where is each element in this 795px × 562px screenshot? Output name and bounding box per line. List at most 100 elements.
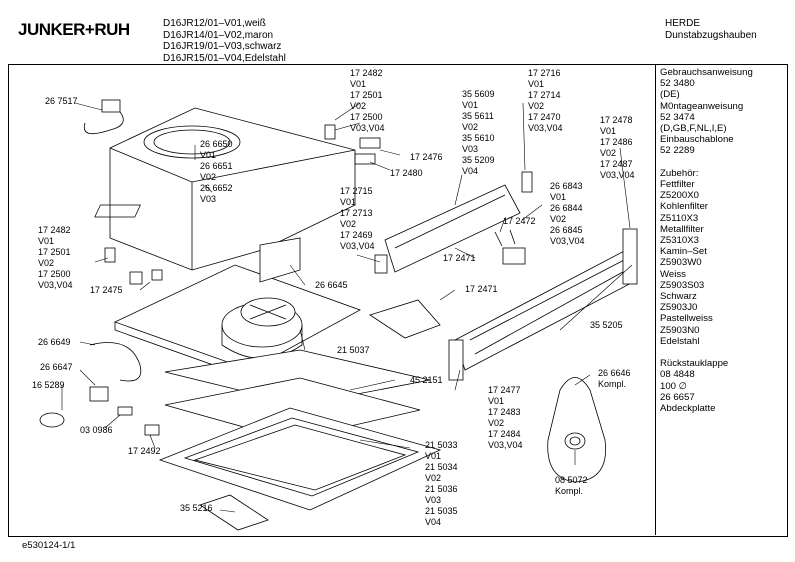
part-label-line: 26 6652 bbox=[200, 183, 233, 193]
part-label-line: 17 2500 bbox=[38, 269, 71, 279]
part-label-line: 21 5034 bbox=[425, 462, 458, 472]
part-label-line: 17 2715 bbox=[340, 186, 373, 196]
part-label-line: 21 5036 bbox=[425, 484, 458, 494]
part-label-line: V02 bbox=[488, 418, 505, 428]
brand-name: HERDE bbox=[665, 18, 701, 29]
part-label-line: 17 2714 bbox=[528, 90, 561, 100]
part-label-line: 17 2480 bbox=[390, 168, 423, 178]
side-panel-line: Abdeckplatte bbox=[660, 403, 716, 415]
part-label-line: 17 2472 bbox=[503, 216, 536, 226]
part-number-label: 17 2471 bbox=[443, 253, 476, 264]
part-label-line: 17 2478 bbox=[600, 115, 633, 125]
part-label-line: 17 2483 bbox=[488, 407, 521, 417]
side-panel-line: Weiss bbox=[660, 268, 686, 280]
part-label-line: V01 bbox=[600, 126, 617, 136]
model-line: D16JR15/01–V04,Edelstahl bbox=[163, 52, 286, 64]
part-label-line: V02 bbox=[600, 148, 617, 158]
part-label-line: V03,V04 bbox=[350, 123, 385, 133]
part-number-label: 03 0986 bbox=[80, 425, 113, 436]
part-label-line: V03,V04 bbox=[550, 236, 585, 246]
part-label-line: V04 bbox=[462, 166, 479, 176]
side-panel-line: 100 ∅ bbox=[660, 380, 688, 392]
bracket-left-1 bbox=[104, 247, 116, 263]
side-panel-line: (D,GB,F,NL,I,E) bbox=[660, 123, 727, 135]
part-label-line: V04 bbox=[425, 517, 442, 527]
part-label-line: V03 bbox=[462, 144, 479, 154]
side-panel-line: Kamin–Set bbox=[660, 246, 707, 258]
part-number-label: 26 7517 bbox=[45, 96, 78, 107]
side-panel-line: 52 2289 bbox=[660, 145, 695, 157]
part-label-line: 35 5209 bbox=[462, 155, 495, 165]
side-panel-line: Edelstahl bbox=[660, 335, 700, 347]
side-panel-line: Rückstauklappe bbox=[660, 358, 729, 370]
part-label-line: V01 bbox=[550, 192, 567, 202]
part-label-line: 08 5072 bbox=[555, 475, 588, 485]
part-label-line: V02 bbox=[550, 214, 567, 224]
part-label-line: V01 bbox=[350, 79, 367, 89]
part-label-line: 26 6650 bbox=[200, 139, 233, 149]
document-id: e530124-1/1 bbox=[22, 540, 76, 551]
part-label-line: 35 5611 bbox=[462, 111, 494, 121]
part-label-line: V03,V04 bbox=[340, 241, 375, 251]
part-label-line: V03 bbox=[425, 495, 442, 505]
side-panel-line: Z5903J0 bbox=[660, 302, 698, 314]
model-line: D16JR12/01–V01,weiß bbox=[163, 18, 266, 29]
part-label-line: 26 6651 bbox=[200, 161, 233, 171]
lamp-socket bbox=[89, 386, 109, 402]
part-label-line: 17 2482 bbox=[350, 68, 383, 78]
part-label-line: V03,V04 bbox=[600, 170, 635, 180]
part-label-line: V02 bbox=[350, 101, 367, 111]
part-label-line: 26 6845 bbox=[550, 225, 583, 235]
part-number-label: 35 5216 bbox=[180, 503, 213, 514]
duct-piece bbox=[369, 299, 441, 339]
part-label-line: 26 6645 bbox=[315, 280, 348, 290]
part-label-line: 35 5610 bbox=[462, 133, 495, 143]
part-label-line: 17 2471 bbox=[465, 284, 498, 294]
part-label-line: 17 2476 bbox=[410, 152, 443, 162]
part-number-label: 17 2480 bbox=[390, 168, 423, 179]
part-label-line: 17 2486 bbox=[600, 137, 633, 147]
product-name: Dunstabzugshauben bbox=[665, 30, 757, 41]
part-label-line: 03 0986 bbox=[80, 425, 113, 435]
bracket-top-3 bbox=[354, 153, 376, 165]
part-number-label: 26 6647 bbox=[40, 362, 73, 373]
part-label-line: 17 2713 bbox=[340, 208, 373, 218]
part-label-line: Kompl. bbox=[598, 379, 627, 389]
part-label-line: 26 6646 bbox=[598, 368, 631, 378]
part-label-line: V03,V04 bbox=[38, 280, 73, 290]
part-label-line: V03,V04 bbox=[488, 440, 523, 450]
bracket-left-3 bbox=[151, 269, 163, 281]
side-panel-line: Z5903W0 bbox=[660, 257, 702, 269]
clip-1 bbox=[374, 254, 388, 274]
metal-filter-frame bbox=[158, 407, 442, 511]
part-label-line: 21 5033 bbox=[425, 440, 458, 450]
power-plug bbox=[101, 99, 121, 113]
part-label-line: 26 6843 bbox=[550, 181, 583, 191]
part-number-label: 21 5037 bbox=[337, 345, 370, 356]
side-panel-line: 52 3474 bbox=[660, 111, 695, 123]
power-cable bbox=[83, 111, 124, 135]
side-panel-line: 08 4848 bbox=[660, 369, 695, 381]
part-number-label: 16 5289 bbox=[32, 380, 65, 391]
part-number-label: 17 2471 bbox=[465, 284, 498, 295]
part-label-line: V01 bbox=[488, 396, 505, 406]
side-panel-line: Z5110X3 bbox=[660, 212, 699, 224]
part-label-line: 17 2470 bbox=[528, 112, 561, 122]
part-label-line: V01 bbox=[528, 79, 545, 89]
part-number-label: 17 2492 bbox=[128, 446, 161, 457]
hood-body bbox=[109, 107, 356, 271]
bracket-top-1 bbox=[324, 124, 336, 140]
side-panel-line: Gebrauchsanweisung bbox=[660, 67, 753, 78]
side-panel-line: 26 6657 bbox=[660, 391, 695, 403]
backflow-flap bbox=[564, 432, 586, 450]
part-label-line: 17 2500 bbox=[350, 112, 383, 122]
part-label-line: 26 7517 bbox=[45, 96, 78, 106]
part-number-label: 17 2475 bbox=[90, 285, 123, 296]
